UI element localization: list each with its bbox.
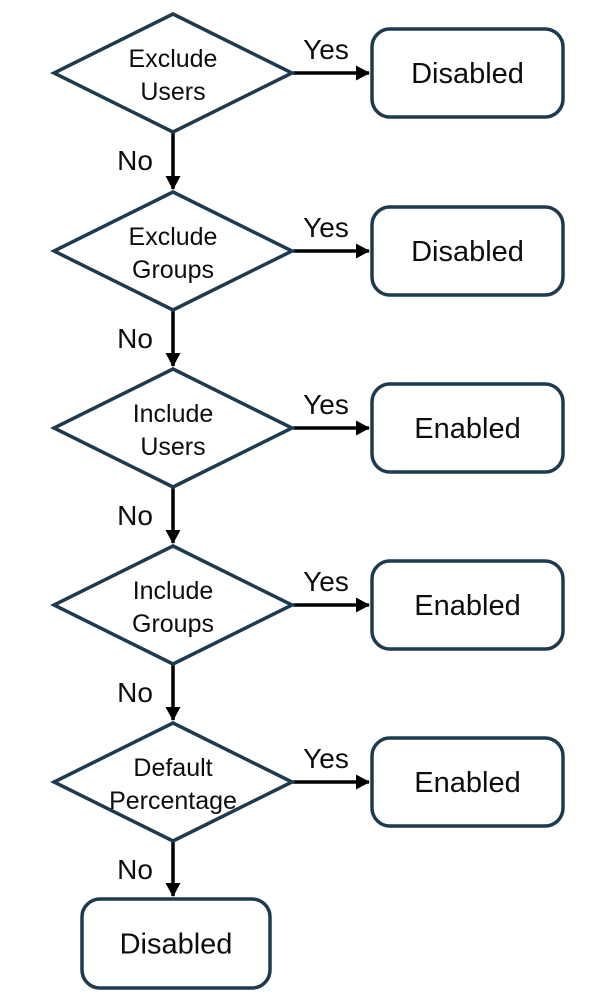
- decision-label-line1: Default: [133, 754, 212, 782]
- no-branch-label: No: [117, 854, 153, 885]
- result-box: [370, 382, 565, 474]
- yes-branch-label: Yes: [303, 566, 349, 597]
- no-branch-label: No: [117, 677, 153, 708]
- terminal-box-label: Disabled: [120, 929, 233, 961]
- yes-branch-label: Yes: [303, 212, 349, 243]
- no-branch-label: No: [117, 323, 153, 354]
- decision-label-line2: Users: [140, 433, 205, 461]
- result-box: [370, 27, 565, 119]
- decision-diamond: [50, 190, 296, 312]
- yes-branch-label: Yes: [303, 389, 349, 420]
- decision-label-line2: Groups: [132, 610, 214, 638]
- flow-terminal: Disabled: [80, 897, 272, 990]
- decision-label-line1: Include: [133, 400, 214, 428]
- decision-diamond: [50, 721, 296, 843]
- yes-branch-label: Yes: [303, 34, 349, 65]
- result-box-label: Disabled: [411, 236, 524, 268]
- no-branch-label: No: [117, 500, 153, 531]
- decision-label-line2: Users: [140, 78, 205, 106]
- result-box: [370, 736, 565, 828]
- result-box-label: Enabled: [414, 413, 520, 445]
- yes-branch-label: Yes: [303, 743, 349, 774]
- result-box-label: Enabled: [414, 590, 520, 622]
- result-box-label: Disabled: [411, 58, 524, 90]
- decision-diamond: [50, 12, 296, 134]
- decision-diamond: [50, 367, 296, 489]
- decision-label-line1: Exclude: [129, 45, 218, 73]
- decision-label-line2: Percentage: [109, 787, 237, 815]
- result-box: [370, 205, 565, 297]
- no-branch-label: No: [117, 145, 153, 176]
- result-box: [370, 559, 565, 651]
- result-box-label: Enabled: [414, 767, 520, 799]
- terminal-box: [80, 897, 272, 990]
- decision-label-line1: Include: [133, 577, 214, 605]
- decision-label-line1: Exclude: [129, 223, 218, 251]
- decision-label-line2: Groups: [132, 256, 214, 284]
- decision-diamond: [50, 544, 296, 666]
